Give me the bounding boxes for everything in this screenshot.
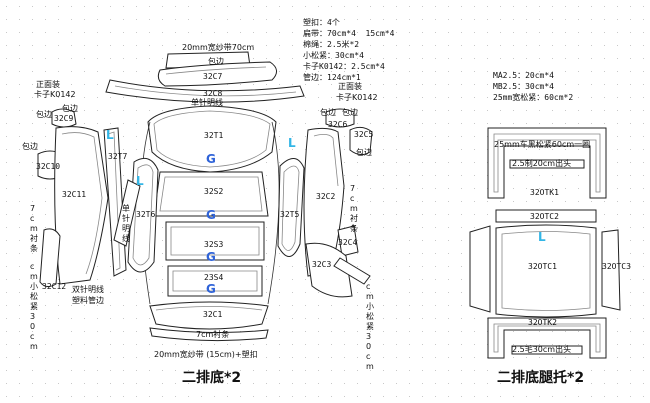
- clip-label-left: 卡子K0142: [34, 90, 76, 99]
- note-line: 塑扣：4个: [303, 18, 340, 27]
- wrap-label-r2: 包边: [342, 108, 358, 117]
- code-32c11: 32C11: [62, 190, 87, 199]
- piece-32c4: [337, 225, 359, 257]
- grain-mark-g: G: [206, 208, 216, 222]
- grain-mark-g: G: [206, 250, 216, 264]
- piece-32otk1: [487, 127, 607, 199]
- piece-32c12: [39, 228, 61, 288]
- double-stitch-label: 双针明线: [72, 285, 104, 294]
- elastic-left: cm小松紧30cm: [30, 262, 38, 351]
- note-line: 25mm宽松紧：60cm*2: [493, 93, 574, 102]
- code-32s3: 32S3: [204, 240, 224, 249]
- note-line: MB2.5：30cm*4: [493, 82, 554, 91]
- wrap-label-top: 包边: [208, 57, 224, 66]
- code-32s2: 32S2: [204, 187, 224, 196]
- note-line: 管边：124cm*1: [303, 73, 361, 82]
- wrap-label-l1: 包边: [62, 104, 78, 113]
- code-32otc3: 32OTC3: [602, 262, 631, 271]
- single-stitch-label: 单针明线: [191, 98, 223, 107]
- code-32c10: 32C10: [36, 162, 61, 171]
- code-32t7: 32T7: [108, 152, 128, 161]
- elastic-60-label: 25mm车黑松紧60cm一圈: [494, 140, 591, 149]
- grain-mark-g: G: [206, 152, 216, 166]
- materials-notes: 塑扣：4个扁带：70cm*4 15cm*4 棉绳：2.5米*2 小松紧：30cm*4…: [303, 17, 394, 83]
- piece-32c8: [105, 79, 305, 103]
- grain-mark-g: G: [206, 282, 216, 296]
- piece-strip-left: [113, 179, 141, 247]
- grain-mark-l: L: [288, 136, 296, 150]
- piece-32otc2: [495, 209, 597, 223]
- note-line: 小松紧：30cm*4: [303, 51, 364, 60]
- piece-32c11: [54, 126, 109, 285]
- piece-32c9: [51, 108, 77, 128]
- piece-32t5: [277, 158, 305, 257]
- grain-mark-l: L: [538, 230, 546, 244]
- grain-mark-l: L: [136, 174, 144, 188]
- code-23s4: 23S4: [204, 273, 224, 282]
- code-32c6: 32C6: [328, 120, 348, 129]
- piece-strip-right: [333, 257, 371, 285]
- code-32otc2: 32OTC2: [530, 212, 559, 221]
- code-32c1: 32C1: [203, 310, 223, 319]
- bottom-strip-label: 7cm衬条: [196, 330, 230, 339]
- note-line: 扁带：70cm*4 15cm*4: [303, 29, 395, 38]
- strip-20-label: 2.5制20cm出头: [512, 159, 572, 168]
- clip-label-right: 卡子K0142: [336, 93, 378, 102]
- code-32otc1: 32OTC1: [528, 262, 557, 271]
- code-32t1: 32T1: [204, 131, 224, 140]
- piece-32otc1: [495, 224, 597, 318]
- piece-32c5: [349, 126, 373, 156]
- piece-32t1: [147, 105, 277, 173]
- piece-23s4: [167, 265, 263, 297]
- front-fit-label-left: 正面装: [36, 80, 60, 89]
- note-line: 棉绳：2.5米*2: [303, 40, 360, 49]
- piece-bottom-strip: [149, 327, 269, 342]
- code-32c4: 32C4: [338, 238, 358, 247]
- code-32c7: 32C7: [203, 72, 223, 81]
- piece-32otc3: [601, 229, 621, 311]
- code-32c2: 32C2: [316, 192, 336, 201]
- piece-32s3: [165, 221, 265, 261]
- tape-bottom-label: 20mm宽纱带 (15cm)+塑扣: [154, 350, 258, 359]
- wrap-label-l2: 包边: [36, 110, 52, 119]
- piece-32c6: [325, 108, 355, 128]
- strip-7cm-right: 7cm衬条: [350, 184, 358, 233]
- single-stitch-vertical: 单针明线: [122, 204, 130, 243]
- elastic-right: cm小松紧30cm: [366, 282, 374, 371]
- wrap-label-l3: 包边: [22, 142, 38, 151]
- front-fit-label-right: 正面装: [338, 82, 362, 91]
- plastic-pipe-label: 塑料管边: [72, 296, 104, 305]
- strip-7cm-left: 7cm衬条: [30, 204, 38, 253]
- strip-30-label: 2.5毛30cm出头: [512, 345, 572, 354]
- piece-strip-20: [509, 159, 585, 169]
- code-32c8: 32C8: [203, 89, 223, 98]
- code-32c9: 32C9: [54, 114, 74, 123]
- title-right: 二排底腿托*2: [497, 370, 585, 386]
- code-32t5: 32T5: [280, 210, 300, 219]
- title-left: 二排底*2: [182, 370, 242, 386]
- piece-strip-30: [511, 345, 583, 355]
- grain-mark-l: L: [106, 128, 114, 142]
- piece-32otk2: [487, 317, 607, 359]
- wrap-label-r1: 包边: [320, 108, 336, 117]
- piece-left-leg: [469, 225, 491, 313]
- code-32otk1: 32OTK1: [530, 188, 559, 197]
- code-32c3: 32C3: [312, 260, 332, 269]
- tape-top-label: 20mm宽纱带70cm: [182, 43, 255, 52]
- note-line: 卡子K0142：2.5cm*4: [303, 62, 385, 71]
- wrap-label-r3: 包边: [356, 148, 372, 157]
- code-32t6: 32T6: [136, 210, 156, 219]
- code-32c5: 32C5: [354, 130, 374, 139]
- code-32otk2: 32OTK2: [528, 318, 557, 327]
- code-32c12: 32C12: [42, 282, 67, 291]
- note-line: MA2.5：20cm*4: [493, 71, 554, 80]
- piece-32c1: [149, 301, 269, 330]
- piece-32c3: [305, 242, 353, 298]
